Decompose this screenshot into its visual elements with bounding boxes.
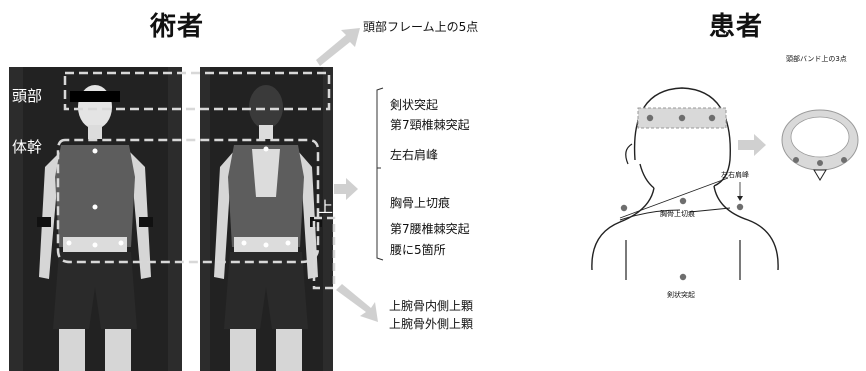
xiphoid-marker bbox=[679, 273, 687, 281]
band-marker bbox=[646, 114, 654, 122]
right-shoulder-outline bbox=[713, 185, 779, 271]
head-region-box bbox=[63, 71, 331, 111]
trunk-arrow-icon bbox=[334, 178, 358, 200]
head-arrow-icon bbox=[316, 28, 360, 66]
right-acromion-marker bbox=[736, 203, 744, 211]
trunk-marker-5: 第7腰椎棘突起 bbox=[390, 222, 470, 236]
front-photo bbox=[9, 67, 182, 371]
ring-marker bbox=[817, 160, 823, 166]
band-marker bbox=[708, 114, 716, 122]
ring-marker bbox=[841, 157, 847, 163]
band-arrow-icon bbox=[738, 134, 766, 156]
arm-arrow-icon bbox=[336, 284, 378, 322]
head-label: 頭部 bbox=[12, 87, 43, 105]
left-acromion-marker bbox=[620, 204, 628, 212]
sternal-notch-marker bbox=[679, 197, 687, 205]
head-band-label: 頭部バンド上の3点 bbox=[786, 55, 847, 63]
back-photo bbox=[200, 67, 333, 371]
trunk-marker-4: 胸骨上切痕 bbox=[390, 196, 451, 210]
trunk-marker-6: 腰に5箇所 bbox=[390, 243, 446, 257]
trunk-marker-1: 剣状突起 bbox=[390, 98, 439, 112]
trunk-region-box bbox=[56, 138, 320, 264]
trunk-marker-3: 左右肩峰 bbox=[390, 148, 439, 162]
sternal-notch-label: 胸骨上切痕 bbox=[660, 210, 695, 218]
patient-title: 患者 bbox=[709, 12, 764, 42]
acromion-callout-line bbox=[619, 177, 729, 219]
acromion-label: 左右肩峰 bbox=[721, 171, 749, 179]
patient-head-outline bbox=[633, 87, 731, 187]
front-body-illustration bbox=[9, 67, 182, 371]
operator-title: 術者 bbox=[150, 12, 205, 42]
patient-diagram bbox=[591, 87, 859, 281]
arm-marker-2: 上腕骨外側上顆 bbox=[389, 317, 474, 331]
upper-arm-label: 上腕 bbox=[318, 198, 349, 216]
back-body-illustration bbox=[200, 67, 333, 371]
upper-arm-region-box bbox=[312, 216, 336, 290]
band-marker bbox=[678, 114, 686, 122]
head-frame-note: 頭部フレーム上の5点 bbox=[363, 20, 479, 34]
arm-marker-1: 上腕骨内側上顆 bbox=[389, 299, 474, 313]
trunk-label: 体幹 bbox=[12, 138, 43, 156]
xiphoid-label: 剣状突起 bbox=[667, 291, 695, 299]
left-shoulder-outline bbox=[591, 187, 655, 271]
trunk-marker-2: 第7頸椎棘突起 bbox=[390, 118, 470, 132]
ring-marker bbox=[793, 157, 799, 163]
trunk-bracket bbox=[376, 87, 384, 261]
